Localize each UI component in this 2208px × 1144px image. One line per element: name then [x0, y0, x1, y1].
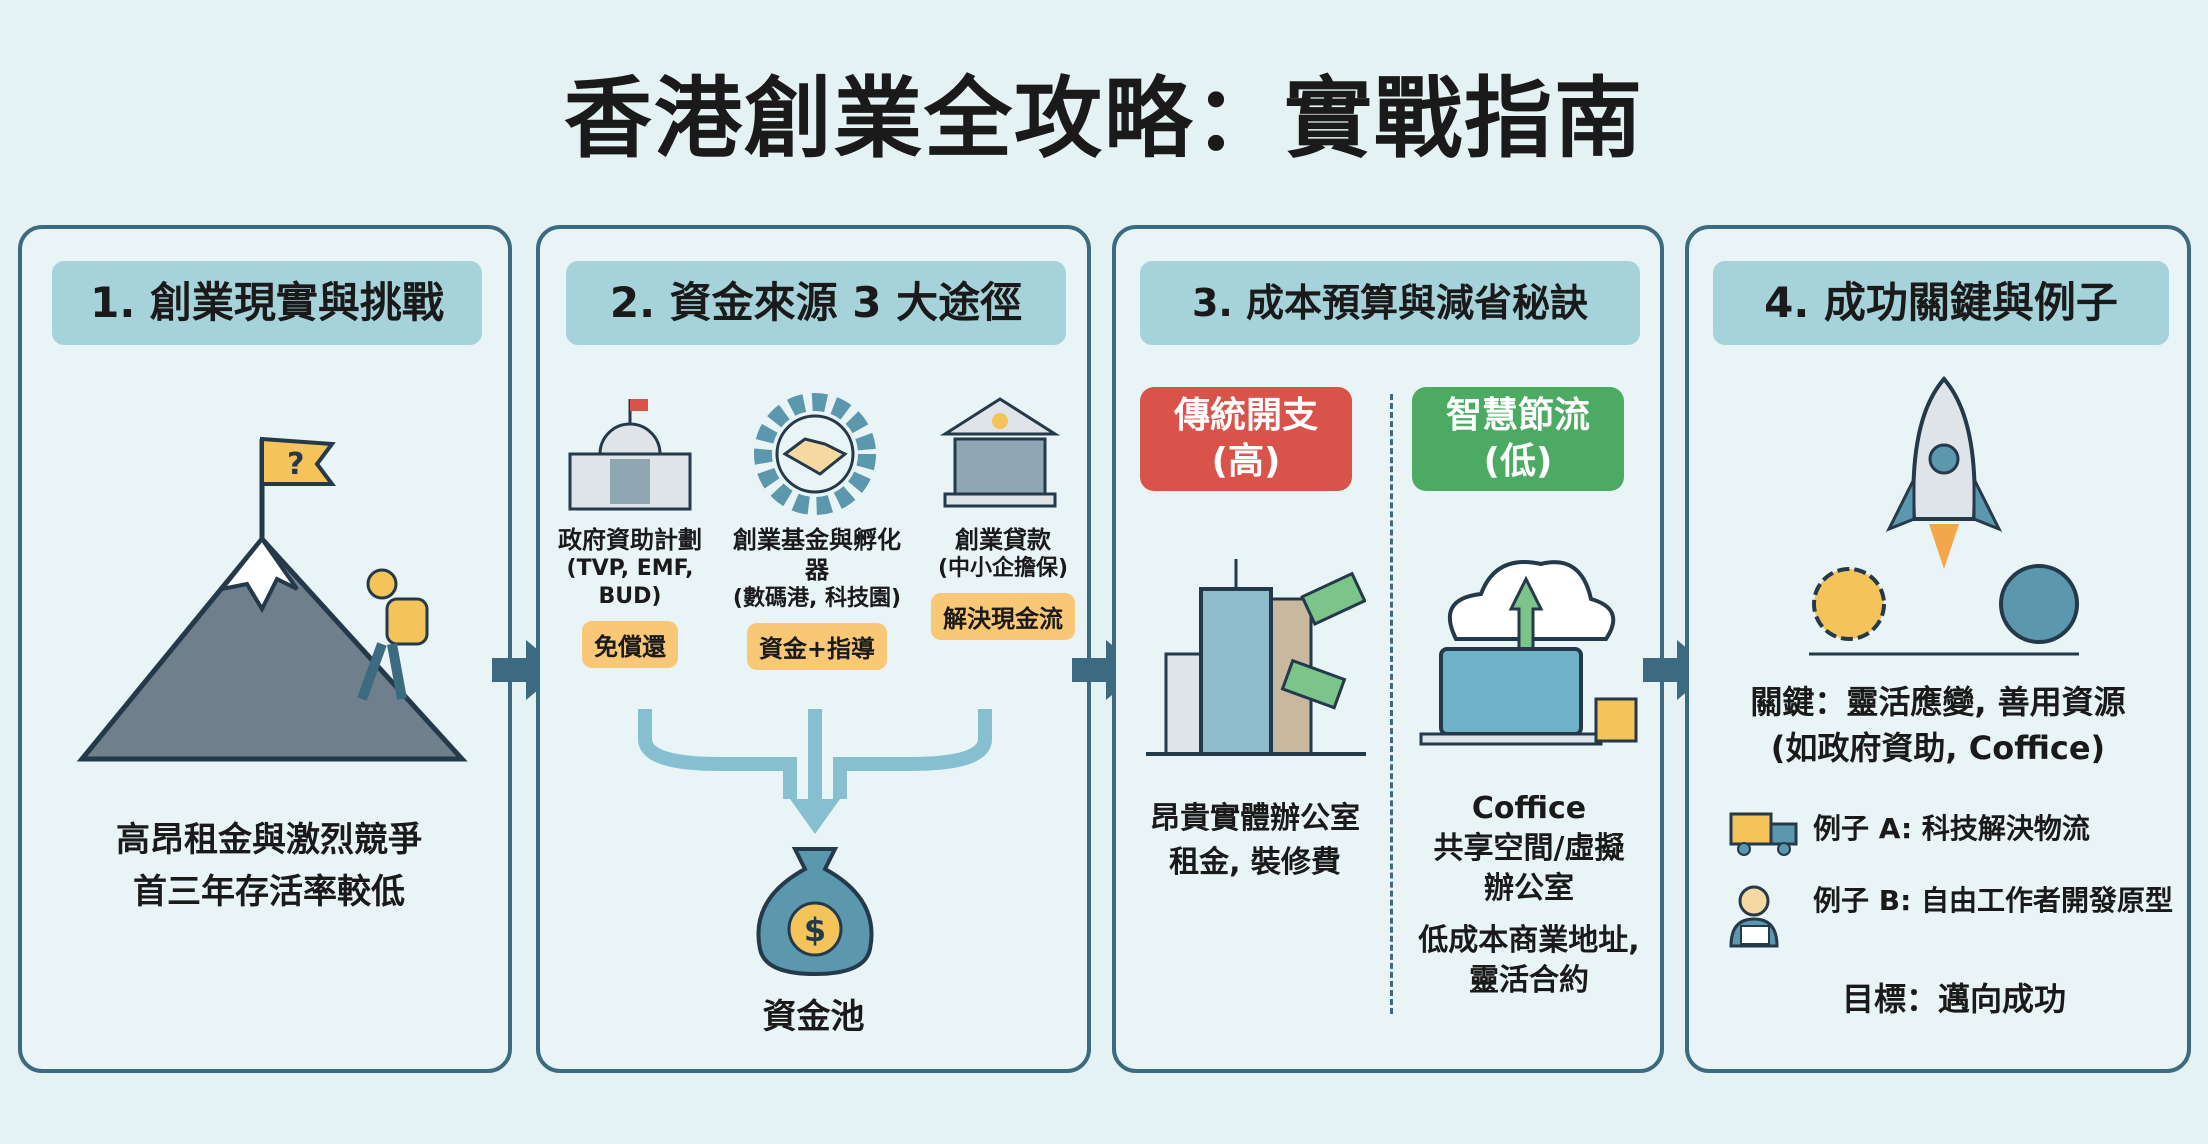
panel-header: 4. 成功關鍵與例子 [1713, 261, 2169, 345]
examples-list: 例子 A: 科技解決物流 例子 B: 自由工作者開發原型 目標：邁向成功 [1729, 799, 2179, 1021]
merge-arrows-icon [638, 709, 992, 834]
money-bag-icon: $ [756, 847, 874, 977]
funding-source-incubator: 創業基金與孵化器 (數碼港, 科技園) 資金+指導 [724, 525, 910, 670]
panel-costs: 3. 成本預算與減省秘訣 傳統開支 (高) 智慧節流 (低) 昂貴實體辦公室 租… [1112, 225, 1664, 1073]
challenge-line: 首三年存活率較低 [133, 872, 405, 912]
source-detail: (TVP, EMF, BUD) [566, 556, 694, 609]
coffice-brand: Coffice [1471, 791, 1587, 826]
source-detail: (中小企擔保) [937, 556, 1069, 581]
source-name: 政府資助計劃 [558, 526, 702, 554]
rocket-launch-icon [1809, 375, 2079, 656]
challenge-line: 高昂租金與激烈競爭 [116, 820, 422, 860]
goal: 目標：邁向成功 [1841, 980, 2066, 1018]
government-building-icon [568, 399, 692, 511]
panel-header: 3. 成本預算與減省秘訣 [1140, 261, 1640, 345]
page-title: 香港創業全攻略：實戰指南 [563, 67, 1644, 170]
key-line: 關鍵：靈活應變, 善用資源 [1750, 683, 2126, 721]
source-badge: 資金+指導 [746, 623, 888, 670]
example-a: 例子 A: 科技解決物流 [1813, 812, 2090, 845]
smart-benefit: 低成本商業地址, [1418, 923, 1640, 958]
smart-benefit: 靈活合約 [1469, 963, 1589, 998]
office-building-icon [1146, 559, 1366, 756]
cloud-laptop-icon [1419, 560, 1638, 746]
traditional-label: 傳統開支 [1173, 395, 1318, 436]
panel-header: 2. 資金來源 3 大途徑 [566, 261, 1066, 345]
panel-success: 4. 成功關鍵與例子 關鍵：靈活應變, 善用資源 (如政府資助, Coffice… [1685, 225, 2191, 1073]
flow-arrow-icon [492, 640, 562, 700]
traditional-desc: 昂貴實體辦公室 [1150, 801, 1360, 836]
delivery-truck-icon [1729, 812, 1798, 856]
svg-text:?: ? [287, 447, 304, 482]
svg-text:$: $ [804, 911, 826, 949]
mountain-climber-icon: ? [76, 436, 468, 762]
example-b-row: 例子 B: 自由工作者開發原型 [1729, 881, 2179, 951]
source-detail: (數碼港, 科技園) [732, 586, 902, 611]
smart-desc: 共享空間/虛擬 [1433, 831, 1625, 866]
traditional-level: (高) [1211, 441, 1281, 482]
smart-desc: 辦公室 [1484, 871, 1574, 906]
flow-arrow-icon [1643, 640, 1713, 700]
panel-funding: 2. 資金來源 3 大途徑 政府資助計劃 (TVP, EMF, BUD) 免償還… [536, 225, 1091, 1073]
fund-pool-label: 資金池 [762, 997, 865, 1037]
traditional-cost-label: 傳統開支 (高) [1140, 387, 1352, 491]
handshake-gear-icon [754, 393, 876, 515]
example-b: 例子 B: 自由工作者開發原型 [1813, 884, 2174, 917]
funding-source-loan: 創業貸款 (中小企擔保) 解決現金流 [918, 525, 1088, 640]
panel-challenges: 1. 創業現實與挑戰 ? 高昂租金與激烈競爭 首三年存活率較低 [18, 225, 512, 1073]
traditional-desc: 租金, 裝修費 [1169, 845, 1341, 880]
bank-icon [940, 397, 1060, 508]
smart-level: (低) [1483, 441, 1553, 482]
flow-arrow-icon [1072, 640, 1142, 700]
key-line: (如政府資助, Coffice) [1770, 729, 2106, 767]
panel-header: 1. 創業現實與挑戰 [52, 261, 482, 345]
divider [1390, 394, 1393, 1014]
source-name: 創業貸款 [955, 526, 1051, 554]
smart-saving-label: 智慧節流 (低) [1412, 387, 1624, 491]
source-badge: 解決現金流 [931, 593, 1075, 640]
example-a-row: 例子 A: 科技解決物流 [1729, 799, 2179, 859]
funding-source-government: 政府資助計劃 (TVP, EMF, BUD) 免償還 [544, 525, 716, 668]
freelancer-icon [1729, 885, 1779, 948]
source-badge: 免償還 [582, 621, 678, 668]
smart-label: 智慧節流 [1445, 395, 1590, 436]
source-name: 創業基金與孵化器 [733, 526, 901, 584]
